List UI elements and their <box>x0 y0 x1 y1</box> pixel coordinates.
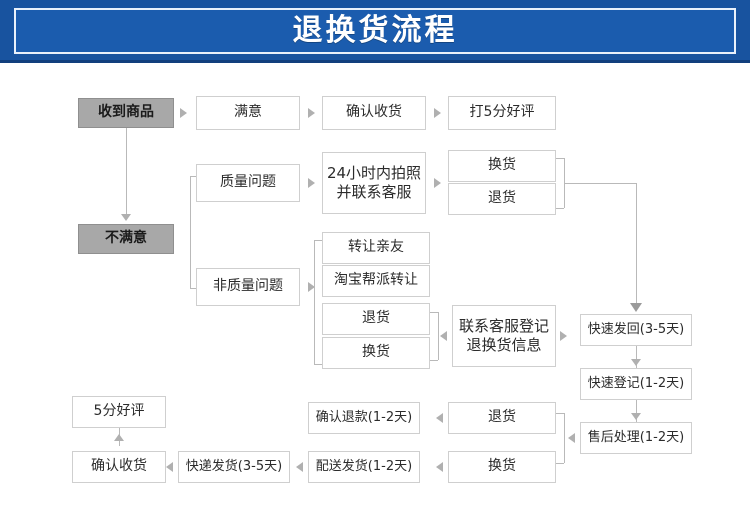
connector-line <box>636 400 637 422</box>
connector-line <box>636 183 637 305</box>
brace-line <box>556 463 564 464</box>
arrow-right-icon <box>434 178 441 188</box>
node-delivery-1-2-days[interactable]: 配送发货(1-2天) <box>308 451 420 483</box>
brace-line <box>314 364 322 365</box>
arrow-right-icon <box>560 331 567 341</box>
node-fast-register-1-2-days[interactable]: 快速登记(1-2天) <box>580 368 692 400</box>
arrow-left-icon <box>296 462 303 472</box>
brace-line <box>190 176 191 288</box>
brace-line <box>438 312 439 360</box>
node-express-ship-3-5-days[interactable]: 快递发货(3-5天) <box>178 451 290 483</box>
arrow-up-icon <box>114 434 124 441</box>
node-exchange-final[interactable]: 换货 <box>448 451 556 483</box>
node-register-return-info[interactable]: 联系客服登记 退换货信息 <box>452 305 556 367</box>
node-return-final[interactable]: 退货 <box>448 402 556 434</box>
node-transfer-friends[interactable]: 转让亲友 <box>322 232 430 264</box>
arrow-right-icon <box>308 108 315 118</box>
node-exchange-quality[interactable]: 换货 <box>448 150 556 182</box>
node-received-goods[interactable]: 收到商品 <box>78 98 174 128</box>
connector-line <box>126 128 127 216</box>
node-unsatisfied[interactable]: 不满意 <box>78 224 174 254</box>
brace-line <box>190 288 198 289</box>
brace-line <box>556 158 564 159</box>
arrow-right-icon <box>308 282 315 292</box>
page-title: 退换货流程 <box>292 13 458 48</box>
node-confirm-refund-1-2-days[interactable]: 确认退款(1-2天) <box>308 402 420 434</box>
brace-line <box>314 240 322 241</box>
arrow-left-icon <box>568 433 575 443</box>
node-fast-return-3-5-days[interactable]: 快速发回(3-5天) <box>580 314 692 346</box>
node-five-star-review-bottom[interactable]: 5分好评 <box>72 396 166 428</box>
header-banner-frame: 退换货流程 <box>14 8 736 54</box>
node-confirm-receipt-top[interactable]: 确认收货 <box>322 96 426 130</box>
node-quality-issue[interactable]: 质量问题 <box>196 164 300 202</box>
node-confirm-receipt-bottom[interactable]: 确认收货 <box>72 451 166 483</box>
node-non-quality-issue[interactable]: 非质量问题 <box>196 268 300 306</box>
brace-line <box>314 240 315 364</box>
node-return-nonquality[interactable]: 退货 <box>322 303 430 335</box>
node-return-quality[interactable]: 退货 <box>448 183 556 215</box>
arrow-left-icon <box>436 413 443 423</box>
brace-line <box>564 413 565 463</box>
connector-line <box>636 346 637 368</box>
node-aftersales-1-2-days[interactable]: 售后处理(1-2天) <box>580 422 692 454</box>
brace-line <box>556 208 564 209</box>
arrow-right-icon <box>180 108 187 118</box>
node-taobao-gang-transfer[interactable]: 淘宝帮派转让 <box>322 265 430 297</box>
arrow-down-icon <box>631 413 641 420</box>
connector-line <box>564 183 636 184</box>
arrow-down-icon <box>121 214 131 221</box>
brace-line <box>430 360 438 361</box>
header-underline <box>0 60 750 63</box>
brace-line <box>190 176 198 177</box>
brace-line <box>556 413 564 414</box>
arrow-down-icon <box>630 303 642 312</box>
arrow-right-icon <box>308 178 315 188</box>
arrow-left-icon <box>440 331 447 341</box>
brace-line <box>430 312 438 313</box>
node-satisfied[interactable]: 满意 <box>196 96 300 130</box>
arrow-left-icon <box>436 462 443 472</box>
node-photo-contact-service[interactable]: 24小时内拍照 并联系客服 <box>322 152 426 214</box>
node-five-star-review-top[interactable]: 打5分好评 <box>448 96 556 130</box>
arrow-left-icon <box>166 462 173 472</box>
arrow-right-icon <box>434 108 441 118</box>
header-banner: 退换货流程 <box>0 0 750 63</box>
node-exchange-nonquality[interactable]: 换货 <box>322 337 430 369</box>
arrow-down-icon <box>631 359 641 366</box>
